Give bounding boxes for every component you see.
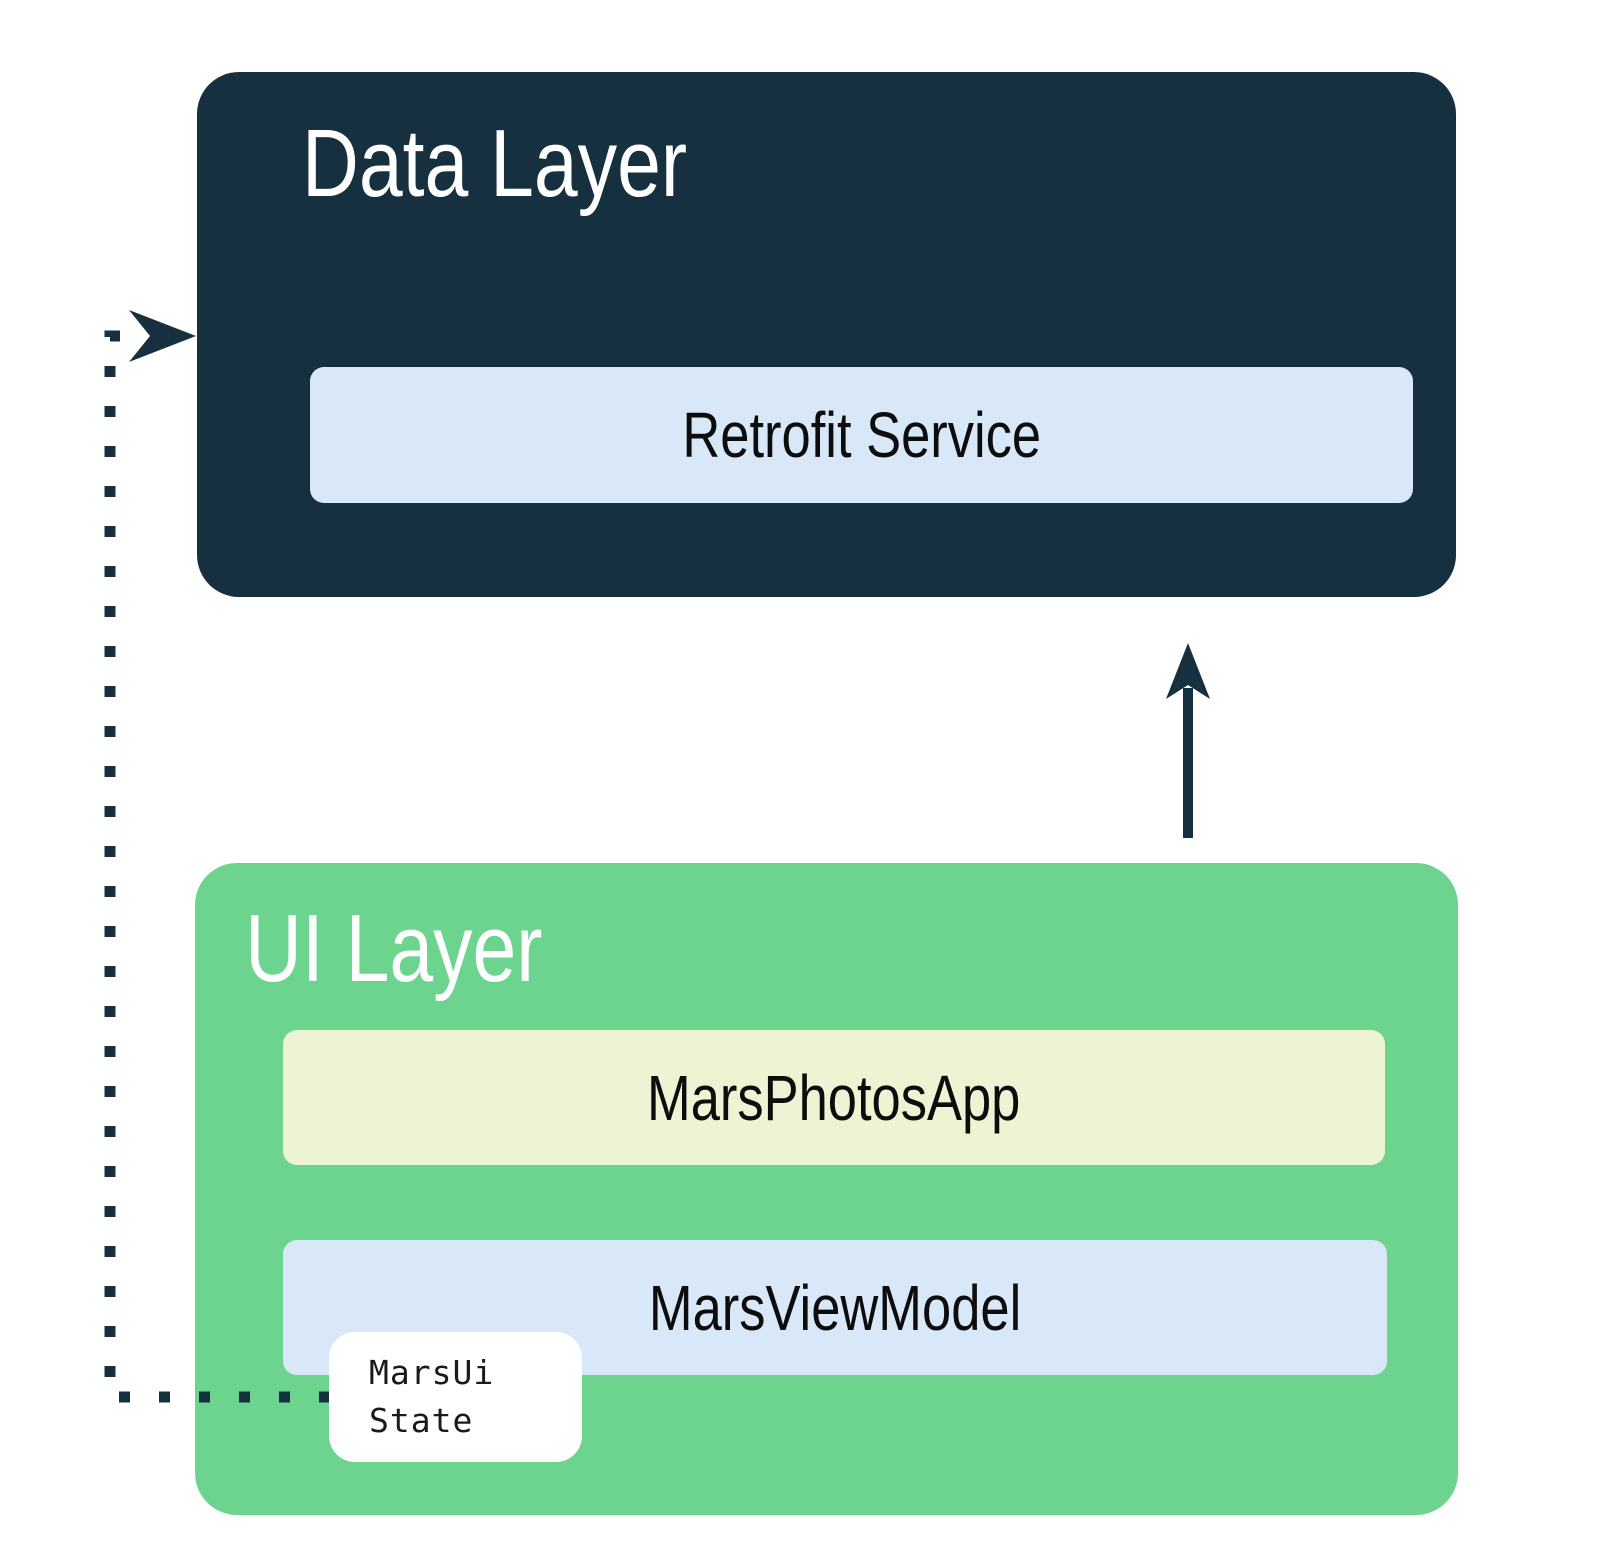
mars-view-model-label: MarsViewModel (648, 1271, 1022, 1344)
mars-ui-state-badge: MarsUi State (329, 1332, 582, 1462)
ui-layer-title: UI Layer (245, 895, 543, 1002)
retrofit-service-label: Retrofit Service (682, 399, 1041, 471)
ui-layer-box: UI Layer MarsPhotosApp MarsViewModel Mar… (195, 863, 1458, 1515)
dotted-arrowhead-icon (129, 310, 196, 362)
data-layer-box: Data Layer Retrofit Service (197, 72, 1456, 597)
solid-up-arrow (1166, 643, 1210, 838)
solid-arrowhead-icon (1166, 643, 1210, 699)
retrofit-service-box: Retrofit Service (310, 367, 1413, 503)
data-layer-title: Data Layer (302, 110, 688, 217)
mars-ui-state-line1: MarsUi (369, 1353, 495, 1392)
mars-photos-app-box: MarsPhotosApp (283, 1030, 1385, 1165)
mars-photos-app-label: MarsPhotosApp (647, 1061, 1021, 1134)
mars-ui-state-line2: State (369, 1401, 474, 1440)
